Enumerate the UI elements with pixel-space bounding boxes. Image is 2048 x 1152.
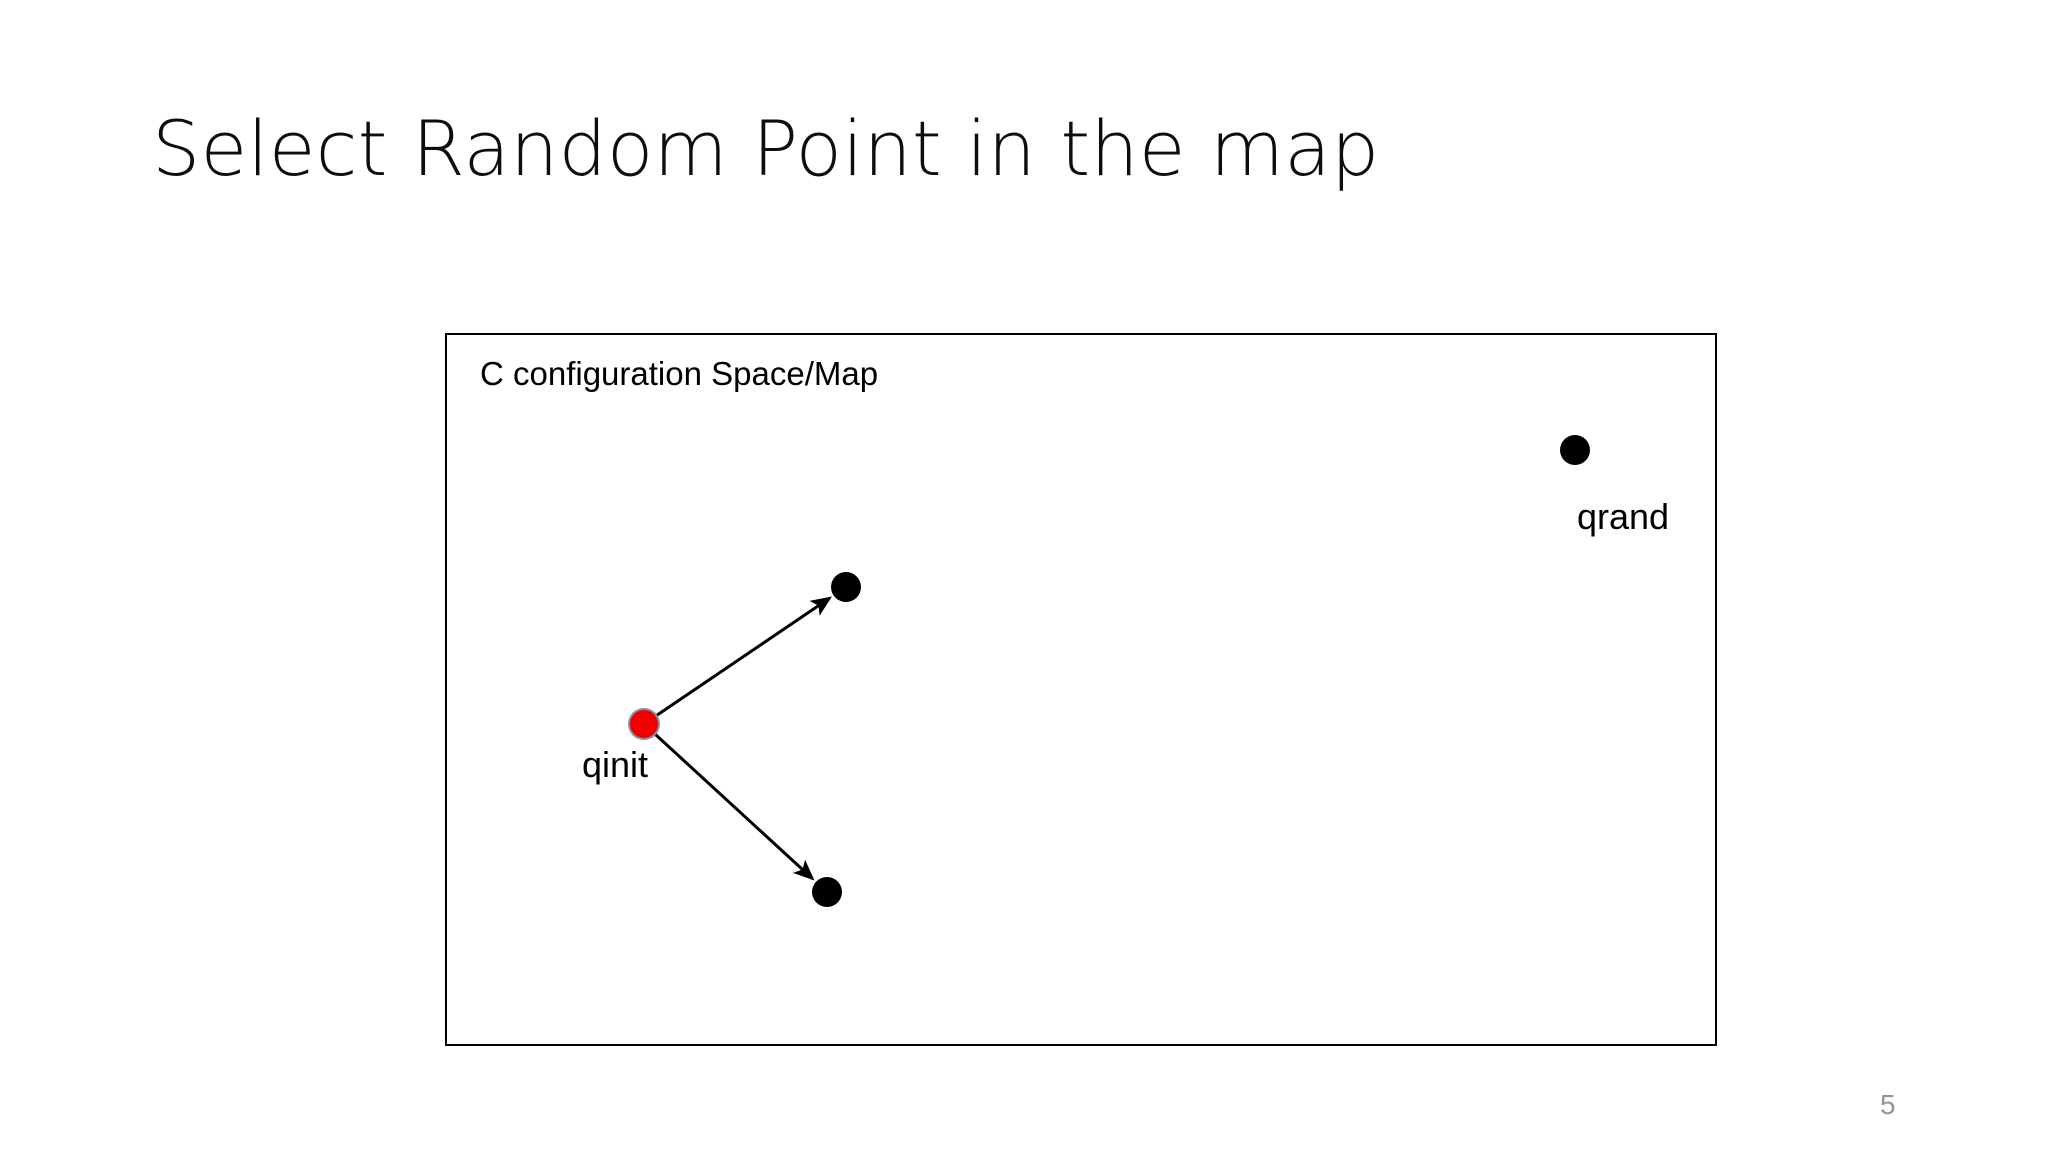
node-label-qinit: qinit xyxy=(582,744,649,785)
page-title: Select Random Point in the map xyxy=(152,104,1380,193)
slide-page-number: 5 xyxy=(1880,1089,1896,1120)
configuration-space-box xyxy=(445,333,1717,1046)
node-label-qrand: qrand xyxy=(1577,496,1670,537)
configuration-space-label: C configuration Space/Map xyxy=(480,355,879,392)
